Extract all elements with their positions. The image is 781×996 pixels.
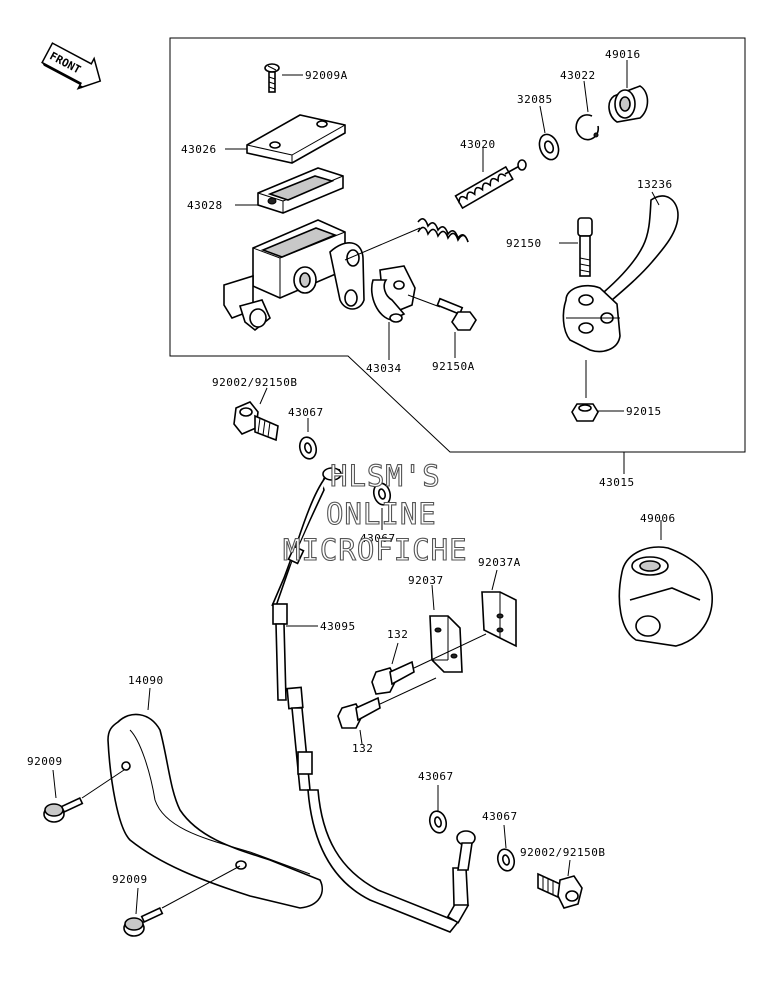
diaphragm-43028-icon: [257, 167, 344, 214]
bolt-132-lower-icon: [337, 677, 437, 729]
label-43020: 43020: [460, 138, 496, 151]
label-43028: 43028: [187, 199, 223, 212]
washer-43067-a-icon: [298, 436, 318, 460]
label-43067-c: 43067: [418, 770, 454, 783]
washer-43067-d-icon: [496, 848, 516, 872]
bolt-92150A-icon: [407, 294, 477, 331]
label-43067-d: 43067: [482, 810, 518, 823]
label-92002-92150B-upper: 92002/92150B: [212, 376, 297, 389]
label-14090: 14090: [128, 674, 164, 687]
screw-92009-upper-icon: [43, 769, 125, 823]
watermark-line-3: MICROFICHE: [283, 533, 468, 567]
label-13236: 13236: [637, 178, 673, 191]
label-92009-upper: 92009: [27, 755, 63, 768]
guard-14090-icon: [107, 713, 324, 909]
washer-43067-c-icon: [428, 810, 448, 834]
nut-92015-icon: [571, 360, 599, 422]
brake-hose-43095-icon: [271, 467, 476, 933]
label-43034: 43034: [366, 362, 402, 375]
label-43015: 43015: [599, 476, 635, 489]
piston-spring-43020-icon: [344, 159, 527, 261]
label-43022: 43022: [560, 69, 596, 82]
label-92150: 92150: [506, 237, 542, 250]
watermark-line-2: ONLINE: [326, 497, 437, 531]
label-43095: 43095: [320, 620, 356, 633]
reservoir-cap-43026-icon: [246, 114, 346, 164]
label-132-upper: 132: [387, 628, 408, 641]
reservoir-cover-49006-icon: [618, 546, 713, 647]
bolt-132-upper-icon: [371, 633, 487, 695]
snap-ring-43022-icon: [575, 114, 600, 141]
front-arrow-icon: FRONT: [41, 42, 102, 90]
label-92150A: 92150A: [432, 360, 475, 373]
label-49006: 49006: [640, 512, 676, 525]
screw-92009-lower-icon: [123, 865, 241, 937]
label-92037: 92037: [408, 574, 444, 587]
label-49016: 49016: [605, 48, 641, 61]
hose-guide-92037-icon: [429, 615, 463, 673]
label-43026: 43026: [181, 143, 217, 156]
boot-49016-icon: [608, 85, 649, 123]
label-32085: 32085: [517, 93, 553, 106]
screw-92009A-icon: [264, 63, 280, 93]
banjo-bolt-upper-icon: [233, 401, 279, 442]
label-92037A: 92037A: [478, 556, 521, 569]
watermark: HLSM'S ONLINE MICROFICHE: [282, 458, 468, 567]
banjo-bolt-lower-icon: [537, 872, 583, 909]
brake-lever-13236-icon: [562, 195, 679, 353]
washer-32085-icon: [538, 133, 560, 161]
label-43067-a: 43067: [288, 406, 324, 419]
label-92009A: 92009A: [305, 69, 348, 82]
clamp-43034-icon: [371, 265, 416, 323]
master-cylinder-body-icon: [223, 219, 365, 332]
label-92009-lower: 92009: [112, 873, 148, 886]
hose-guide-92037A-icon: [481, 591, 517, 648]
label-43067-b: 43067: [360, 532, 396, 545]
watermark-line-1: HLSM'S: [330, 459, 441, 493]
label-92002-92150B-lower: 92002/92150B: [520, 846, 605, 859]
pivot-bolt-92150-icon: [577, 217, 593, 277]
assembly-boundary: [169, 37, 746, 453]
label-132-lower: 132: [352, 742, 373, 755]
label-92015: 92015: [626, 405, 662, 418]
washer-43067-b-icon: [372, 482, 392, 506]
